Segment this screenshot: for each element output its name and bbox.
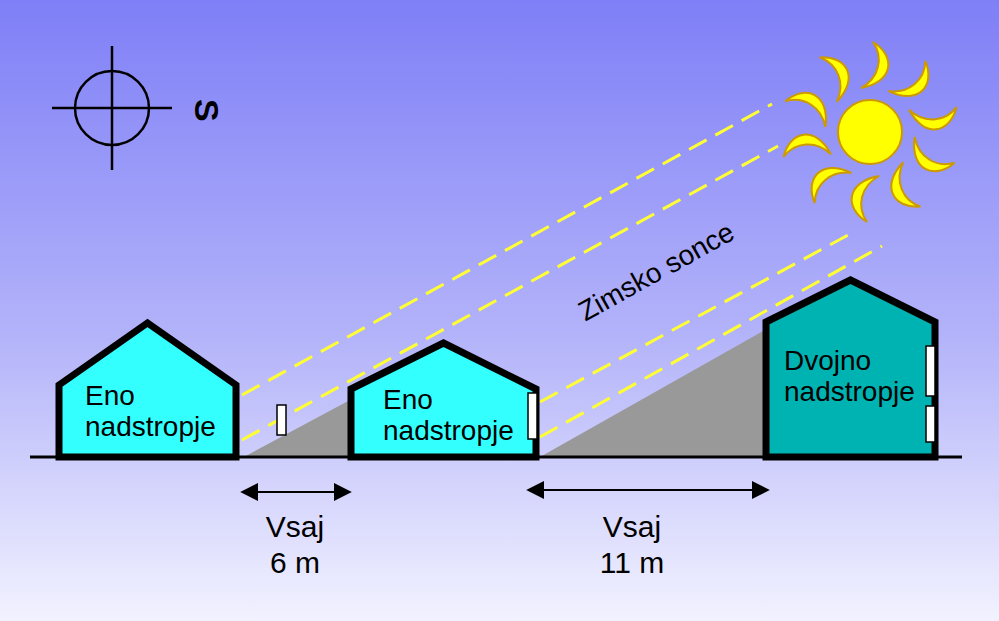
compass-symbol (52, 46, 172, 170)
sun-beam (881, 162, 930, 215)
window (277, 405, 286, 435)
window (528, 393, 537, 439)
house-box: Dvojno nadstropje (762, 276, 939, 461)
house-label: Eno nadstropje (85, 381, 235, 443)
sun-beam (861, 42, 888, 88)
house-label: Eno nadstropje (383, 385, 533, 447)
caption-label: Zimsko sonce (572, 215, 739, 328)
house-box: Eno nadstropje (55, 319, 240, 461)
sun-beam (909, 96, 961, 136)
shadow (540, 330, 765, 457)
sun-beam (889, 54, 938, 107)
house-shape (59, 323, 236, 457)
dimension-label: Vsaj 6 m (255, 509, 335, 581)
compass-letter: S (186, 99, 227, 122)
sun-beam (782, 87, 834, 127)
window (926, 406, 935, 442)
house-box: Eno nadstropje (347, 339, 540, 461)
sun-beam (906, 137, 958, 177)
house-label: Dvojno nadstropje (784, 346, 932, 408)
dimension-arrow (242, 491, 350, 493)
house-shape (351, 343, 536, 457)
dimension-label: Vsaj 11 m (592, 509, 672, 581)
sun-symbol (779, 42, 962, 222)
sun-beam (802, 157, 851, 210)
sun-beam (852, 176, 879, 222)
sun-beam (810, 48, 859, 101)
sun-beam (779, 128, 831, 168)
window (926, 346, 935, 396)
dimension-arrow (528, 489, 768, 491)
house-shape (766, 280, 935, 457)
